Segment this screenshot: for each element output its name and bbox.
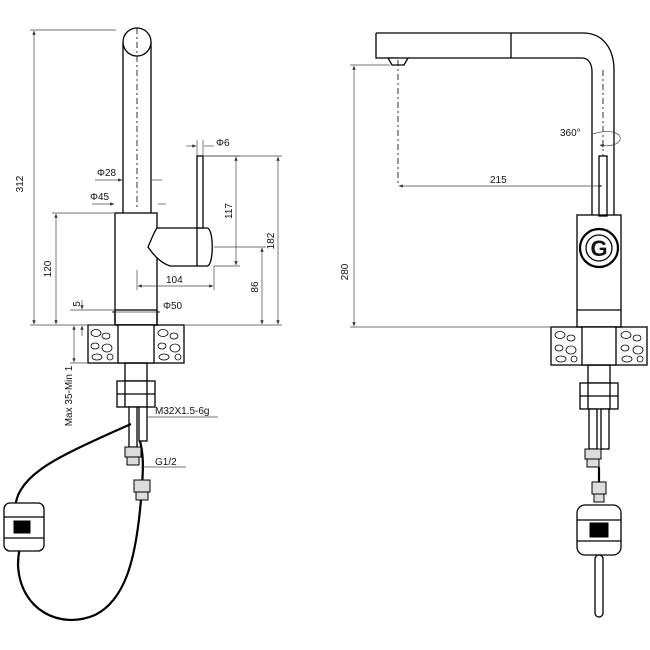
dim-label-215: 215 <box>490 175 507 186</box>
side-spout <box>375 32 615 217</box>
dim-label-312: 312 <box>15 175 26 192</box>
dim-label-280: 280 <box>340 263 351 280</box>
dim-312: 312 <box>15 29 116 326</box>
dim-label-phi28: Φ28 <box>97 168 117 179</box>
dim-360: 360° <box>560 128 621 148</box>
dim-280: 280 <box>340 64 551 328</box>
front-lever <box>147 155 213 267</box>
dim-label-117: 117 <box>224 203 235 219</box>
front-spout <box>122 27 152 213</box>
dim-label-thread: M32X1.5-6g <box>155 406 209 417</box>
front-hose <box>14 422 151 621</box>
side-logo-letter: G <box>590 236 607 261</box>
front-hose-weight <box>3 502 45 552</box>
side-body: G <box>576 214 622 328</box>
dim-label-182: 182 <box>266 232 277 249</box>
dim-label-mount-thickness: Max 35-Min 1 <box>64 365 75 426</box>
dim-5: 5 <box>70 300 114 336</box>
dim-label-phi50: Φ50 <box>163 301 183 312</box>
side-hose-weight <box>576 504 622 618</box>
dim-label-phi45: Φ45 <box>90 192 110 203</box>
dim-label-5: 5 <box>72 301 83 307</box>
front-countertop <box>87 324 185 364</box>
side-countertop <box>550 326 648 366</box>
dim-phi45: Φ45 <box>90 192 166 206</box>
dim-label-phi6: Φ6 <box>216 138 230 149</box>
dim-label-connector: G1/2 <box>155 457 177 468</box>
side-mounting-nut <box>579 364 619 503</box>
dim-86: 86 <box>214 246 266 325</box>
dim-label-86: 86 <box>250 281 261 293</box>
dim-120: 120 <box>43 212 114 325</box>
dim-phi28: Φ28 <box>95 168 162 182</box>
dim-label-120: 120 <box>43 260 54 277</box>
front-mounting-nut <box>116 362 156 466</box>
dim-phi50: Φ50 <box>111 301 183 314</box>
dim-mount-thickness: Max 35-Min 1 <box>64 325 87 426</box>
front-view: 312 Φ28 Φ45 Φ6 117 <box>3 27 282 621</box>
front-body <box>114 212 158 326</box>
dim-215: 215 <box>398 175 603 188</box>
dim-connector: G1/2 <box>141 457 186 468</box>
dim-phi6: Φ6 <box>186 138 230 156</box>
side-view: G <box>340 32 648 618</box>
dim-182: 182 <box>184 155 282 326</box>
dim-label-360: 360° <box>560 128 581 139</box>
dim-104: 104 <box>136 266 215 290</box>
dim-label-104: 104 <box>166 275 183 286</box>
dim-thread: M32X1.5-6g <box>147 406 218 418</box>
